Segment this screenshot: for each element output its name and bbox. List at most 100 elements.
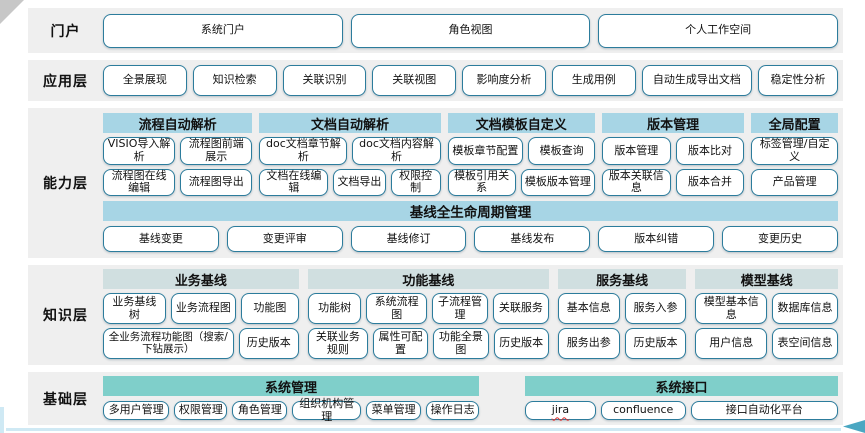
left-line-decoration — [0, 407, 4, 433]
fnd-node: 角色管理 — [232, 401, 288, 420]
knw-node: 用户信息 — [695, 328, 768, 359]
capability-band: 能力层 流程自动解析 VISIO导入解析 流程图前端展示 流程图在线编辑 流程图… — [28, 108, 843, 258]
cap-node: 标签管理/自定义 — [751, 137, 838, 165]
knw-node: 历史版本 — [624, 328, 687, 359]
knw-node: 属性可配置 — [372, 328, 429, 359]
portal-node: 个人工作空间 — [598, 13, 839, 48]
cap-node: 流程图导出 — [180, 168, 253, 196]
knw-node: 业务流程图 — [170, 293, 237, 324]
layer-label-capability: 能力层 — [43, 176, 88, 192]
foundation-groups: 系统管理 多用户管理 权限管理 角色管理 组织机构管理 菜单管理 操作日志 系统… — [103, 376, 838, 422]
knw-row: 用户信息 表空间信息 — [695, 328, 838, 359]
cap-row: 标签管理/自定义 — [751, 137, 838, 165]
application-band: 应用层 全景展现 知识检索 关联识别 关联视图 影响度分析 生成用例 自动生成导… — [28, 60, 843, 101]
layer-label-application: 应用层 — [43, 73, 88, 90]
cap-group-global-config: 全局配置 标签管理/自定义 产品管理 — [751, 113, 838, 196]
knw-row: 关联业务规则 属性可配置 功能全景图 历史版本 — [307, 328, 549, 359]
cap-row: 文档在线编辑 文档导出 权限控制 — [259, 168, 441, 196]
cap-node: 版本比对 — [675, 137, 745, 165]
knw-node: 功能树 — [307, 293, 362, 324]
baseline-node: 版本纠错 — [598, 226, 715, 252]
cap-node: 文档在线编辑 — [259, 168, 329, 196]
corner-fold-decoration — [0, 0, 24, 24]
app-node: 全景展现 — [103, 65, 187, 96]
knw-node: 关联服务 — [492, 293, 549, 324]
portal-row: 系统门户 角色视图 个人工作空间 — [103, 8, 843, 53]
foundation-band: 基础层 系统管理 多用户管理 权限管理 角色管理 组织机构管理 菜单管理 操作日… — [28, 372, 843, 425]
knowledge-groups: 业务基线 业务基线树 业务流程图 功能图 全业务流程功能图（搜索/下钻展示） 历… — [103, 269, 838, 359]
knw-node: 模型基本信息 — [695, 293, 768, 324]
cap-row: 流程图在线编辑 流程图导出 — [103, 168, 253, 196]
cap-row: VISIO导入解析 流程图前端展示 — [103, 137, 253, 165]
cap-row: 模板章节配置 模板查询 — [447, 137, 595, 165]
knw-group-service-baseline: 服务基线 基本信息 服务入参 服务出参 历史版本 — [557, 269, 687, 359]
baseline-node: 变更历史 — [722, 226, 838, 252]
knw-group-function-baseline: 功能基线 功能树 系统流程图 子流程管理 关联服务 关联业务规则 属性可配置 功… — [307, 269, 549, 359]
cap-group-header: 文档模板自定义 — [447, 113, 595, 133]
cap-node: 产品管理 — [751, 168, 838, 196]
cap-group-doc-parsing: 文档自动解析 doc文档章节解析 doc文档内容解析 文档在线编辑 文档导出 权… — [259, 113, 441, 196]
foundation-gap — [479, 376, 525, 420]
knw-row: 基本信息 服务入参 — [557, 293, 687, 324]
cap-node: 权限控制 — [390, 168, 441, 196]
app-node: 生成用例 — [551, 65, 636, 96]
portal-node: 角色视图 — [350, 13, 591, 48]
portal-node: 系统门户 — [103, 13, 343, 48]
cap-group-header: 文档自动解析 — [259, 113, 441, 133]
application-row: 全景展现 知识检索 关联识别 关联视图 影响度分析 生成用例 自动生成导出文档 … — [103, 60, 843, 101]
layer-label-portal: 门户 — [50, 23, 81, 40]
layer-label-foundation: 基础层 — [43, 391, 88, 408]
cap-node: 模板引用关系 — [447, 168, 516, 196]
knw-node: 子流程管理 — [432, 293, 488, 324]
cap-node: 模板版本管理 — [520, 168, 595, 196]
knw-group-business-baseline: 业务基线 业务基线树 业务流程图 功能图 全业务流程功能图（搜索/下钻展示） 历… — [103, 269, 299, 359]
knw-row: 业务基线树 业务流程图 功能图 — [103, 293, 299, 324]
baseline-lifecycle-header: 基线全生命周期管理 — [103, 201, 838, 221]
knw-group-header: 模型基线 — [695, 269, 838, 289]
knw-node: 历史版本 — [493, 328, 549, 359]
knw-group-header: 功能基线 — [307, 269, 549, 289]
cap-row: 模板引用关系 模板版本管理 — [447, 168, 595, 196]
fnd-node-jira: jira — [525, 401, 596, 420]
knw-node: 服务出参 — [557, 328, 620, 359]
cap-group-process-parsing: 流程自动解析 VISIO导入解析 流程图前端展示 流程图在线编辑 流程图导出 — [103, 113, 253, 196]
fnd-row: jira confluence 接口自动化平台 — [525, 401, 838, 420]
cap-node: 流程图前端展示 — [180, 137, 253, 165]
bottom-line-decoration — [6, 428, 841, 431]
knw-node: 基本信息 — [557, 293, 620, 324]
app-node: 关联视图 — [372, 65, 457, 96]
capability-groups: 流程自动解析 VISIO导入解析 流程图前端展示 流程图在线编辑 流程图导出 文… — [103, 113, 838, 196]
foundation-content: 系统管理 多用户管理 权限管理 角色管理 组织机构管理 菜单管理 操作日志 系统… — [103, 372, 843, 425]
knw-group-header: 业务基线 — [103, 269, 299, 289]
cap-node: doc文档章节解析 — [259, 137, 348, 165]
fnd-node-interface-platform: 接口自动化平台 — [690, 401, 838, 420]
fnd-node-confluence: confluence — [600, 401, 686, 420]
fnd-group-header: 系统接口 — [525, 376, 838, 396]
app-node: 关联识别 — [282, 65, 367, 96]
left-arrowhead-icon — [843, 420, 865, 433]
cap-node: 模板查询 — [528, 137, 595, 165]
cap-group-header: 全局配置 — [751, 113, 838, 133]
cap-row: 产品管理 — [751, 168, 838, 196]
knw-group-header: 服务基线 — [557, 269, 687, 289]
knw-node: 历史版本 — [238, 328, 299, 359]
knw-group-model-baseline: 模型基线 模型基本信息 数据库信息 用户信息 表空间信息 — [695, 269, 838, 359]
cap-node: 流程图在线编辑 — [103, 168, 176, 196]
knw-node: 业务基线树 — [103, 293, 166, 324]
knw-node: 全业务流程功能图（搜索/下钻展示） — [103, 328, 234, 359]
knw-row: 服务出参 历史版本 — [557, 328, 687, 359]
fnd-group-system-mgmt: 系统管理 多用户管理 权限管理 角色管理 组织机构管理 菜单管理 操作日志 — [103, 376, 480, 422]
cap-row: 版本关联信息 版本合并 — [601, 168, 745, 196]
fnd-row: 多用户管理 权限管理 角色管理 组织机构管理 菜单管理 操作日志 — [103, 398, 480, 422]
fnd-group-system-interface: 系统接口 jira confluence 接口自动化平台 — [525, 376, 838, 420]
knw-row: 全业务流程功能图（搜索/下钻展示） 历史版本 — [103, 328, 299, 359]
cap-node: doc文档内容解析 — [352, 137, 441, 165]
cap-node: 版本管理 — [601, 137, 671, 165]
app-node: 知识检索 — [192, 65, 277, 96]
app-node: 自动生成导出文档 — [641, 65, 752, 96]
knowledge-content: 业务基线 业务基线树 业务流程图 功能图 全业务流程功能图（搜索/下钻展示） 历… — [103, 265, 843, 365]
fnd-group-header: 系统管理 — [103, 376, 480, 396]
portal-band: 门户 系统门户 角色视图 个人工作空间 — [28, 8, 843, 53]
cap-group-version-mgmt: 版本管理 版本管理 版本比对 版本关联信息 版本合并 — [601, 113, 745, 196]
